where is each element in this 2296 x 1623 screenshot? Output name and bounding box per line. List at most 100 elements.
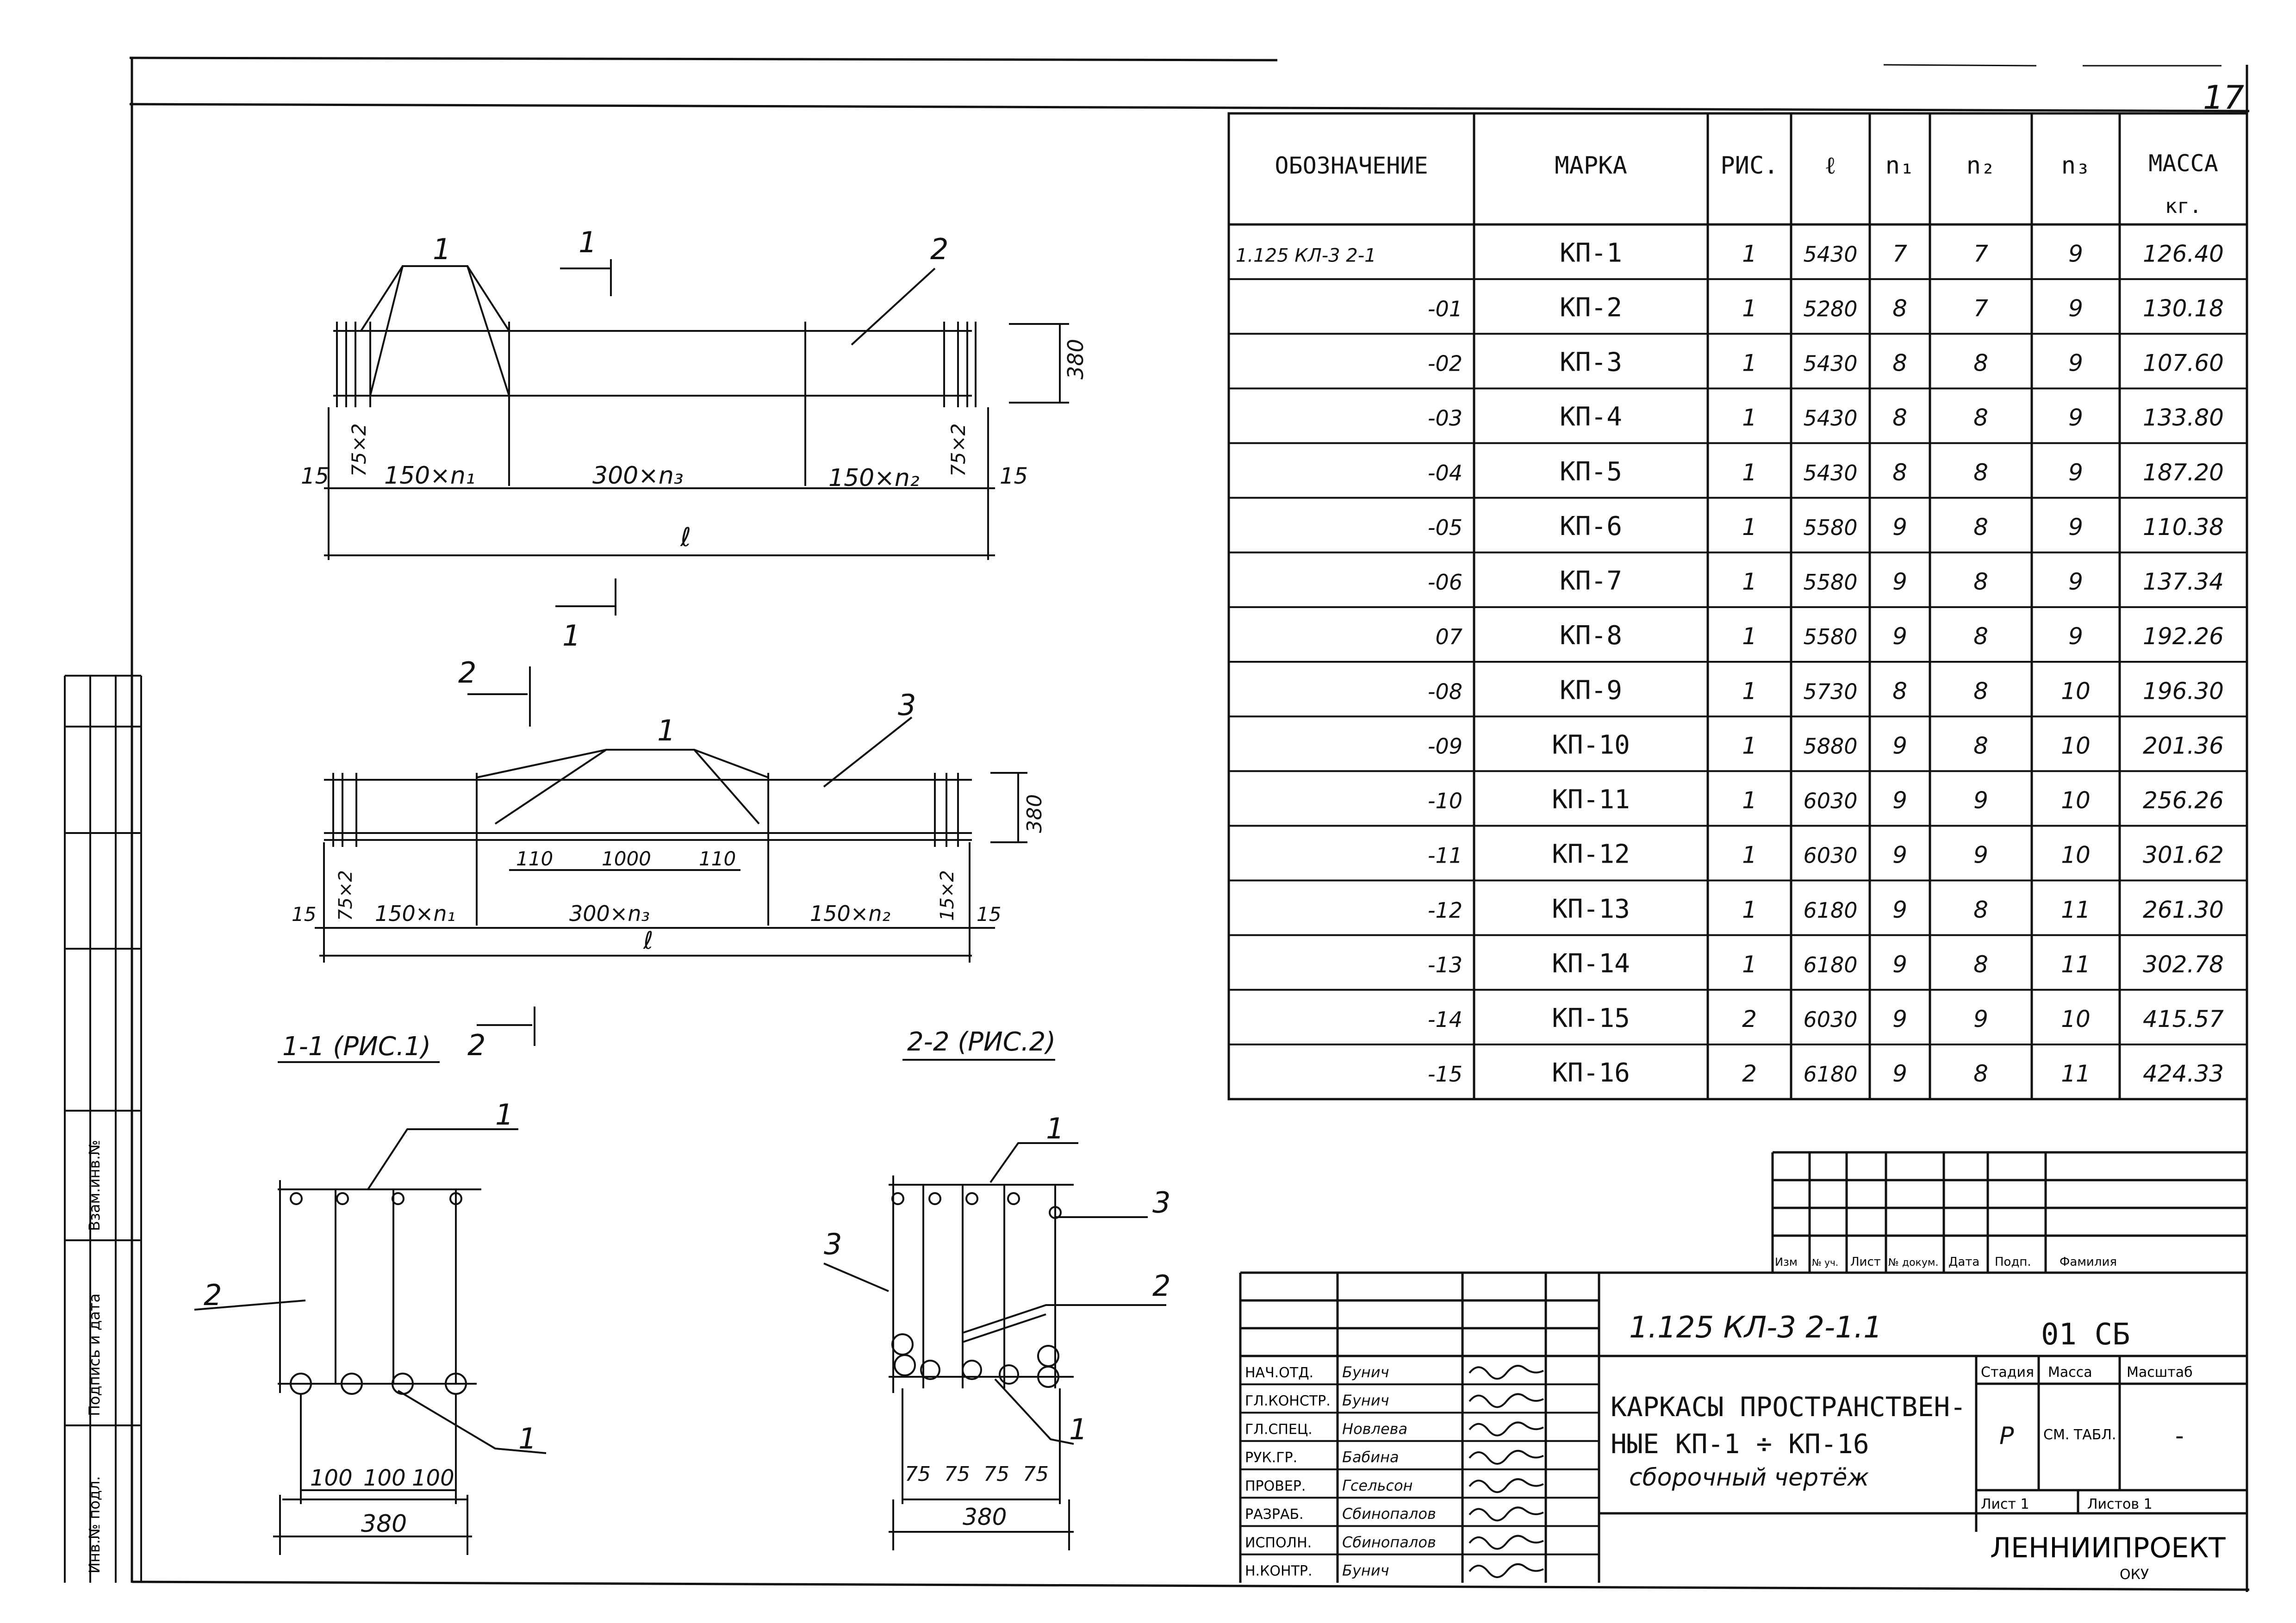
cell-n2: 7 — [1973, 240, 1988, 267]
cell-length: 6180 — [1803, 952, 1857, 977]
cell-fig: 1 — [1742, 842, 1757, 869]
sec2-label-3b: 3 — [824, 1227, 842, 1261]
cell-n3: 9 — [2068, 623, 2083, 650]
organization-sub: ОКУ — [2120, 1567, 2149, 1583]
scale-header: Масштаб — [2127, 1364, 2193, 1380]
side-stamp — [64, 675, 142, 1583]
signature-scribble — [1468, 1365, 1544, 1380]
cell-designation: -02 — [1428, 351, 1462, 376]
cell-n2: 8 — [1973, 568, 1988, 595]
sec2-dim-380: 380 — [963, 1504, 1007, 1530]
cell-n1: 9 — [1892, 787, 1907, 814]
title-block-roles: НАЧ.ОТД.БуничГЛ.КОНСТР.БуничГЛ.СПЕЦ.Новл… — [1245, 1363, 1544, 1579]
cell-n1: 9 — [1892, 842, 1907, 869]
cell-n1: 8 — [1892, 678, 1907, 704]
cell-n1: 9 — [1892, 1060, 1907, 1087]
cell-length: 6180 — [1803, 1062, 1857, 1087]
signature-scribble — [1468, 1506, 1544, 1522]
sec2-dim-75d: 75 — [1023, 1462, 1049, 1486]
sec1-label-1a: 1 — [495, 1098, 513, 1132]
cell-fig: 1 — [1742, 896, 1757, 923]
cell-n3: 9 — [2068, 295, 2083, 322]
fig2-drawing — [315, 666, 1027, 1046]
role-name: Бунич — [1342, 1392, 1389, 1409]
table-header-n2: n₂ — [1966, 152, 1996, 180]
fig1-dim-300n3: 300×n₃ — [592, 462, 684, 490]
page-number: 17 — [2203, 79, 2244, 117]
fig1-dim-15a: 15 — [301, 463, 329, 489]
cell-length: 6030 — [1803, 1007, 1857, 1032]
cell-n2: 8 — [1973, 459, 1988, 486]
fig2-dim-300n3: 300×n₃ — [569, 901, 650, 926]
cell-mark: КП-8 — [1560, 621, 1622, 651]
cell-n1: 9 — [1892, 568, 1907, 595]
cell-n2: 8 — [1973, 350, 1988, 377]
sec1-dim-100b: 100 — [363, 1465, 406, 1491]
cell-designation: -14 — [1428, 1007, 1462, 1032]
cell-n2: 8 — [1973, 1060, 1988, 1087]
cell-designation: -08 — [1428, 679, 1462, 704]
sec2-title: 2-2 (РИС.2) — [907, 1027, 1056, 1057]
cell-mass: 196.30 — [2143, 678, 2224, 704]
cell-n3: 10 — [2061, 787, 2091, 814]
fig1-label-1: 1 — [433, 232, 451, 266]
cell-n1: 9 — [1892, 732, 1907, 759]
sec2-dim-75b: 75 — [944, 1462, 970, 1486]
sec1-label-2: 2 — [204, 1278, 222, 1312]
signature-scribble — [1468, 1449, 1544, 1465]
fig2-dim-150n1: 150×n₁ — [375, 901, 455, 926]
rev-header-data: Дата — [1948, 1255, 1979, 1269]
stage-value: Р — [1999, 1422, 2014, 1450]
cell-mass: 187.20 — [2143, 459, 2224, 486]
cell-n3: 9 — [2068, 459, 2083, 486]
cell-n2: 8 — [1973, 951, 1988, 978]
cell-length: 5430 — [1803, 460, 1857, 485]
rev-header-nuch: № уч. — [1812, 1257, 1838, 1268]
cell-length: 5580 — [1803, 515, 1857, 540]
role-label: ИСПОЛН. — [1245, 1535, 1312, 1551]
role-name: Новлева — [1342, 1420, 1407, 1437]
role-label: РАЗРАБ. — [1245, 1506, 1304, 1523]
cell-mass: 130.18 — [2143, 295, 2224, 322]
cell-mark: КП-11 — [1552, 785, 1630, 815]
spec-table-row-lines — [1229, 278, 2247, 1045]
cell-fig: 1 — [1742, 514, 1757, 541]
sec2-label-1b: 1 — [1069, 1412, 1087, 1446]
cell-designation: -13 — [1428, 952, 1462, 977]
fig2-dim-15a: 15 — [292, 903, 316, 926]
rev-header-ndokum: № докум. — [1888, 1257, 1938, 1269]
cell-n3: 10 — [2061, 842, 2091, 869]
signature-scribble — [1468, 1421, 1544, 1436]
cell-n3: 11 — [2061, 1060, 2091, 1087]
cell-mark: КП-3 — [1560, 348, 1622, 378]
cell-n2: 8 — [1973, 404, 1988, 431]
cell-designation: -01 — [1428, 296, 1462, 321]
cell-n1: 9 — [1892, 951, 1907, 978]
cell-mass: 110.38 — [2143, 514, 2224, 541]
mass-header: Масса — [2048, 1364, 2092, 1380]
role-label: ГЛ.КОНСТР. — [1245, 1393, 1331, 1409]
cell-n3: 9 — [2068, 350, 2083, 377]
cell-length: 5730 — [1803, 679, 1857, 704]
sec2-label-2: 2 — [1152, 1269, 1170, 1303]
table-header-n3: n₃ — [2061, 152, 2091, 180]
cell-designation: -03 — [1428, 406, 1462, 431]
fig2-dim-150n2: 150×n₂ — [810, 901, 890, 926]
table-header-marka: МАРКА — [1555, 152, 1627, 180]
fig1-label-2: 2 — [930, 232, 948, 266]
organization: ЛЕННИИПРОЕКТ — [1990, 1532, 2226, 1564]
cell-designation: -10 — [1428, 789, 1462, 814]
sec2-drawing — [823, 1059, 1166, 1550]
fig1-drawing — [324, 259, 1069, 616]
doc-code: 1.125 КЛ-3 2-1.1 — [1629, 1311, 1882, 1345]
cell-mass: 256.26 — [2143, 787, 2224, 814]
